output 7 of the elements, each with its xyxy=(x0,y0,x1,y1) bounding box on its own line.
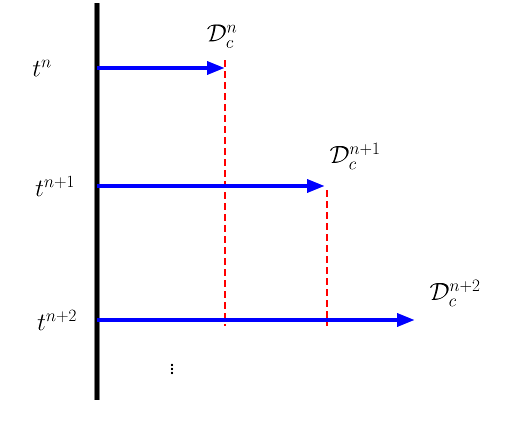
time-label: $t^{n}$ xyxy=(32,60,51,76)
domain-label: $\mathcal{D}_c^{n+2}$ xyxy=(430,280,480,306)
domain-label: $\mathcal{D}_c^{n+1}$ xyxy=(330,142,379,170)
time-label: $t^{n+2}$ xyxy=(38,310,76,330)
time-label: $t^{n+1}$ xyxy=(36,176,74,196)
domain-label: $\mathcal{D}_c^{n}$ xyxy=(207,24,236,48)
ellipsis: $\vdots$ xyxy=(170,364,174,374)
